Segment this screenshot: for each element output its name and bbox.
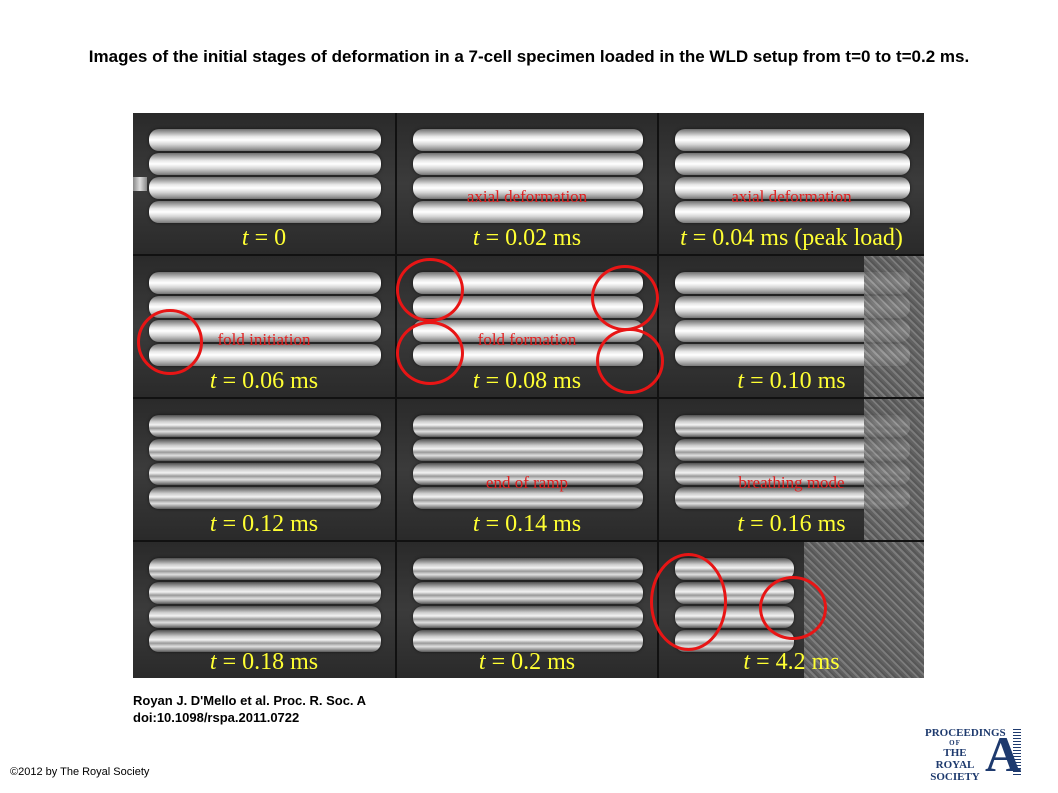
- panel-time-label: t = 0: [241, 225, 287, 251]
- panel-time-label: t = 0.08 ms: [472, 368, 582, 394]
- panel-t0.04: axial deformation t = 0.04 ms (peak load…: [659, 113, 924, 254]
- figure-title: Images of the initial stages of deformat…: [88, 47, 970, 66]
- fold-circle: [759, 576, 827, 640]
- fold-circle: [396, 258, 464, 322]
- panel-time-label: t = 4.2 ms: [743, 649, 840, 675]
- logo-line4: SOCIETY: [930, 771, 980, 783]
- panel-event-label: axial deformation: [731, 187, 852, 206]
- panel-t0.10: t = 0.10 ms: [659, 256, 924, 397]
- panel-t0.14: end of ramp t = 0.14 ms: [397, 399, 657, 540]
- panel-event-label: fold formation: [477, 330, 577, 349]
- panel-time-label: t = 0.18 ms: [209, 649, 319, 675]
- panel-time-label: t = 0.2 ms: [478, 649, 576, 675]
- panel-event-label: axial deformation: [466, 187, 588, 206]
- logo-line1: PROCEEDINGS: [925, 727, 1006, 739]
- logo-line3: THE ROYAL: [935, 747, 975, 771]
- panel-t0.02: axial deformation t = 0.02 ms: [397, 113, 657, 254]
- panel-time-label: t = 0.10 ms: [737, 368, 846, 394]
- panel-time-label: t = 0.04 ms (peak load): [680, 225, 903, 251]
- copyright-notice: ©2012 by The Royal Society: [10, 766, 150, 778]
- panel-time-label: t = 0.06 ms: [209, 368, 319, 394]
- citation: Royan J. D'Mello et al. Proc. R. Soc. A …: [133, 692, 366, 726]
- logo-line2: OF: [949, 739, 961, 747]
- panel-time-label: t = 0.12 ms: [209, 511, 319, 537]
- fold-circle: [650, 553, 727, 651]
- panel-t0.18: t = 0.18 ms: [133, 542, 395, 678]
- panel-t0.2: t = 0.2 ms: [397, 542, 657, 678]
- panel-time-label: t = 0.02 ms: [472, 225, 582, 251]
- panel-event-label: end of ramp: [485, 473, 569, 492]
- panel-event-label: breathing mode: [738, 473, 845, 492]
- citation-doi: doi:10.1098/rspa.2011.0722: [133, 710, 300, 725]
- fold-circle: [596, 328, 664, 394]
- panel-t0: t = 0: [133, 113, 395, 254]
- royal-society-logo: PROCEEDINGS OF THE ROYAL SOCIETY A: [925, 727, 1025, 783]
- panel-event-label: fold initiation: [217, 330, 311, 349]
- logo-side-text: [1013, 729, 1021, 775]
- fold-circle: [137, 309, 203, 375]
- panel-t0.12: t = 0.12 ms: [133, 399, 395, 540]
- figure-image: t = 0 axial deformation t = 0.02 ms axia…: [133, 113, 924, 678]
- fold-circle: [396, 321, 464, 385]
- fold-circle: [591, 265, 659, 331]
- panel-t0.16: breathing mode t = 0.16 ms: [659, 399, 924, 540]
- panel-time-label: t = 0.16 ms: [737, 511, 846, 537]
- panel-t0.06: fold initiation t = 0.06 ms: [133, 256, 395, 397]
- citation-authors: Royan J. D'Mello et al. Proc. R. Soc. A: [133, 693, 367, 708]
- panel-time-label: t = 0.14 ms: [472, 511, 582, 537]
